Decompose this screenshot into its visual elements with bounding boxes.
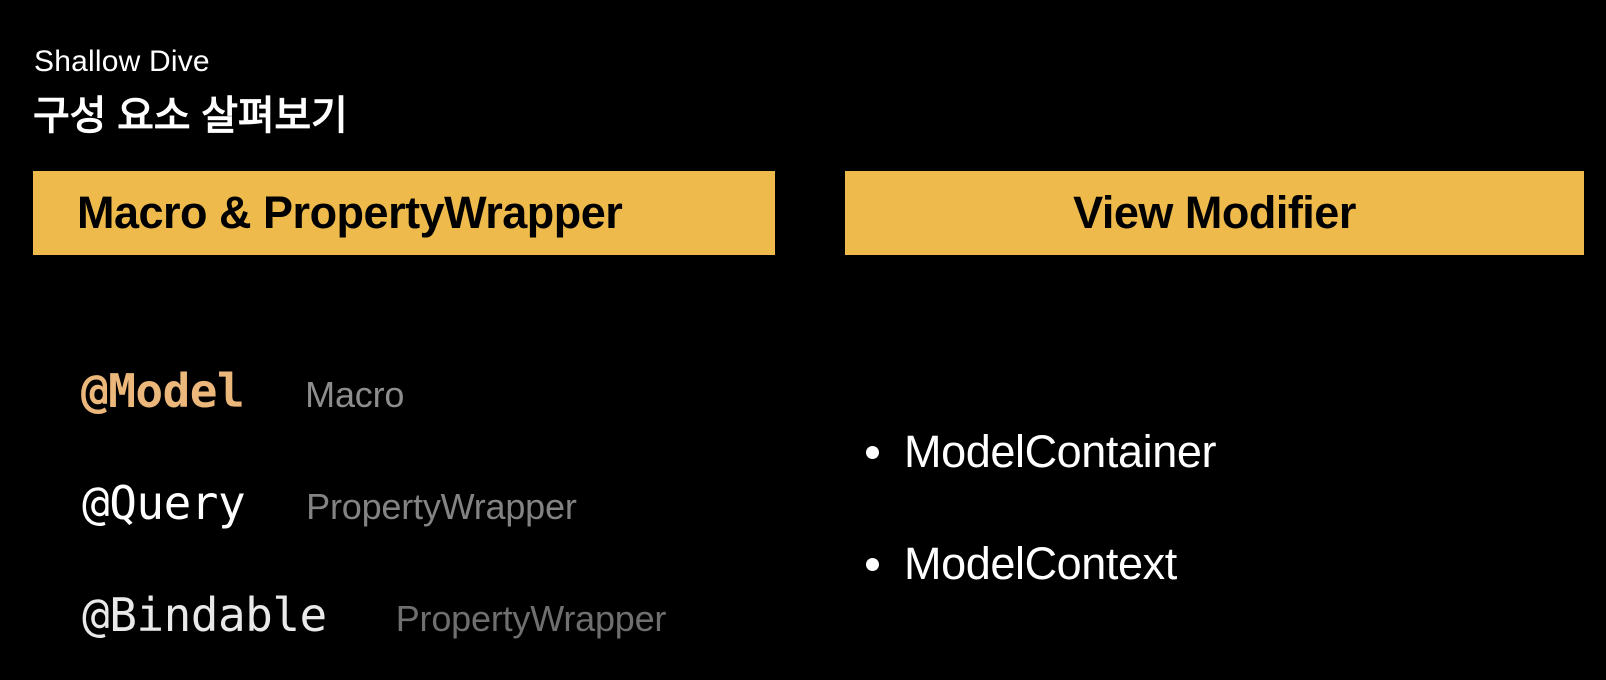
attribute-name-query: @Query: [82, 476, 246, 530]
section-banner-right-label: View Modifier: [1073, 187, 1356, 238]
bullet-label-modelcontext: ModelContext: [904, 538, 1177, 589]
section-banner-macro-propertywrapper: Macro & PropertyWrapper: [33, 171, 775, 255]
page-title: 구성 요소 살펴보기: [33, 94, 348, 138]
bullet-dot-icon: [866, 445, 879, 459]
section-banner-left-label: Macro & PropertyWrapper: [77, 187, 623, 238]
section-banner-view-modifier: View Modifier: [845, 171, 1584, 255]
bullet-dot-icon: [866, 557, 879, 571]
attribute-kind-model: Macro: [305, 374, 405, 415]
list-item-bindable: @Bindable PropertyWrapper: [0, 586, 666, 648]
list-item-model: @Model Macro: [0, 362, 404, 424]
bullet-label-modelcontainer: ModelContainer: [904, 426, 1217, 477]
attribute-name-bindable: @Bindable: [82, 588, 327, 642]
attribute-kind-query: PropertyWrapper: [306, 486, 577, 527]
attribute-kind-bindable: PropertyWrapper: [395, 598, 667, 639]
slide-eyebrow: Shallow Dive: [34, 45, 210, 78]
list-item-modelcontainer: ModelContainer: [866, 424, 1216, 480]
list-item-query: @Query PropertyWrapper: [0, 474, 577, 536]
attribute-name-model: @Model: [81, 364, 245, 418]
list-item-modelcontext: ModelContext: [866, 536, 1177, 592]
